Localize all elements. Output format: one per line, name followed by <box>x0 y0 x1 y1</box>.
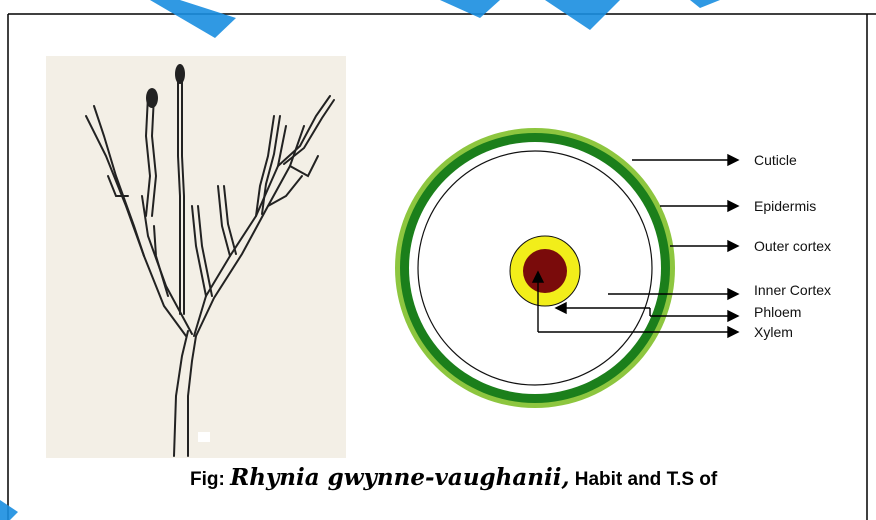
label-inner-cortex: Inner Cortex <box>754 282 831 298</box>
caption-prefix: Fig: <box>190 469 230 490</box>
caption-species: Rhynia gwynne-vaughanii, <box>230 464 569 491</box>
sporangium-icon <box>146 88 158 108</box>
label-cuticle: Cuticle <box>754 152 797 168</box>
transverse-section-diagram: Cuticle Epidermis Outer cortex Inner Cor… <box>370 120 876 420</box>
habit-marker <box>198 432 210 442</box>
label-epidermis: Epidermis <box>754 198 816 214</box>
caption-suffix: Habit and T.S of <box>569 469 717 490</box>
label-xylem: Xylem <box>754 324 793 340</box>
label-outer-cortex: Outer cortex <box>754 238 831 254</box>
xylem <box>523 249 567 293</box>
habit-illustration <box>46 56 346 458</box>
habit-background <box>46 56 346 458</box>
figure-caption: Fig: Rhynia gwynne-vaughanii, Habit and … <box>190 464 870 504</box>
label-phloem: Phloem <box>754 304 801 320</box>
sporangium-icon <box>175 64 185 84</box>
